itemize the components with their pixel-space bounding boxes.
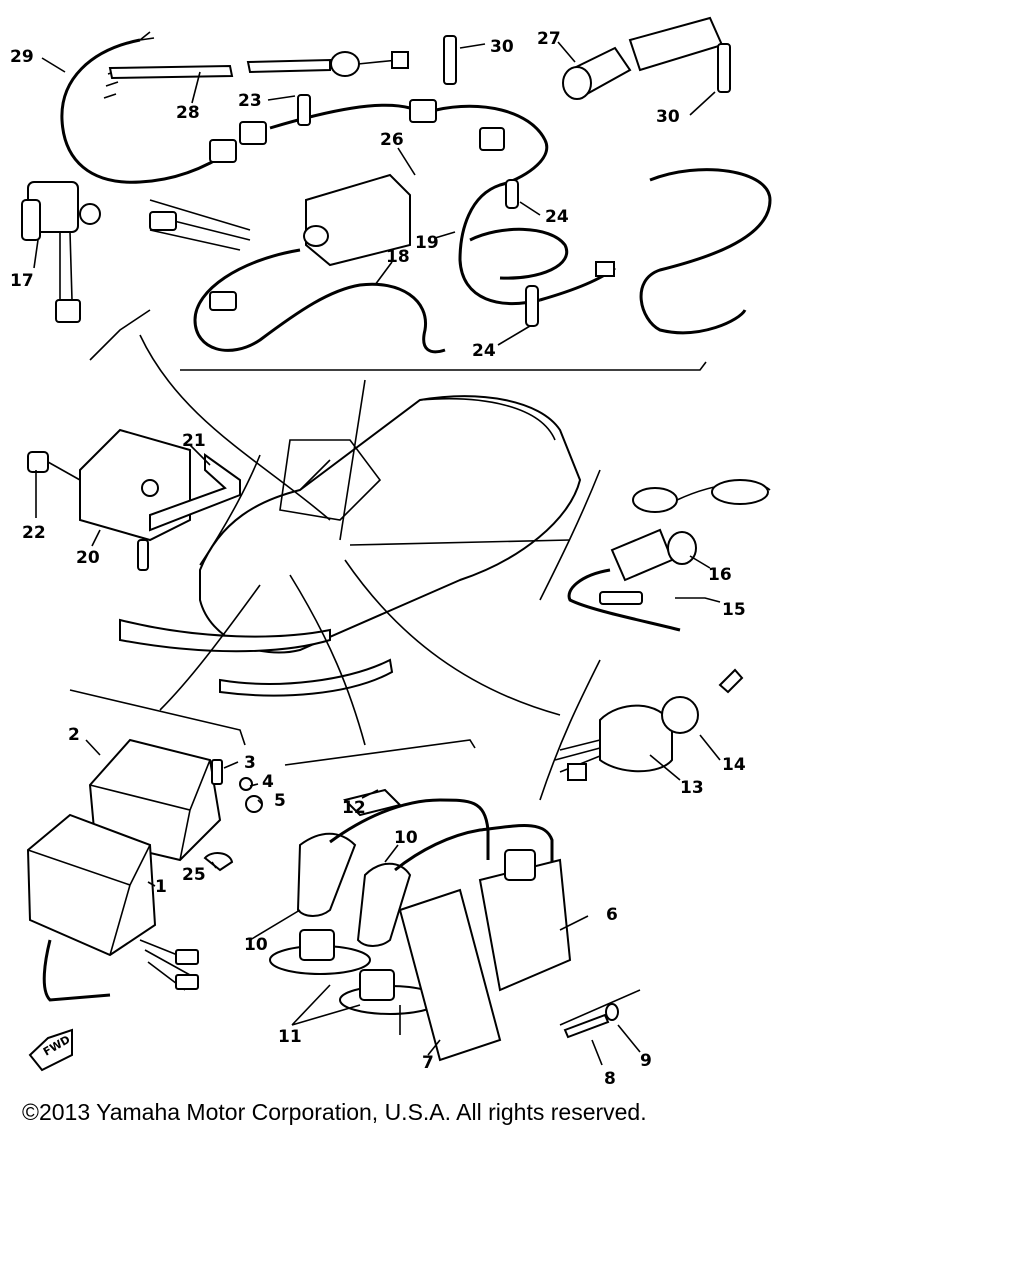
callout-21: 21 [182,431,206,451]
ignition-coil-group [269,739,641,1062]
callout-5: 5 [274,791,286,811]
callout-24-upper: 24 [545,207,569,227]
callout-19: 19 [415,233,439,253]
bracket-coil [284,739,476,766]
callout-24-lower: 24 [472,341,496,361]
callout-6: 6 [606,905,618,925]
callout-25: 25 [182,865,206,885]
callout-30-right: 30 [656,107,680,127]
top-harness-group [21,16,772,354]
callout-14: 14 [722,755,746,775]
leader-d [344,559,561,716]
callout-2: 2 [68,725,80,745]
callout-7: 7 [422,1053,434,1073]
bracket-lower-left [69,689,246,746]
callout-9: 9 [640,1051,652,1071]
callout-11: 11 [278,1027,302,1047]
leader-a [139,334,331,521]
callout-1: 1 [155,877,167,897]
snowmobile-body [119,395,582,697]
bracket-right-1 [539,469,601,601]
callout-13: 13 [680,778,704,798]
bracket-right-2 [539,659,601,801]
callout-22: 22 [22,523,46,543]
callout-27: 27 [537,29,561,49]
callout-20: 20 [76,548,100,568]
cdi-unit-group [26,689,263,1002]
callout-12: 12 [342,798,366,818]
leader-b [339,379,366,541]
leader-f [289,574,366,746]
callout-10-lower: 10 [244,935,268,955]
callout-leaders [33,41,721,1066]
copyright-notice: ©2013 Yamaha Motor Corporation, U.S.A. A… [22,1099,647,1125]
callout-26: 26 [380,130,404,150]
fwd-arrow-icon: FWD [28,1028,73,1072]
switch-group-15-16 [567,479,771,632]
callout-30-top: 30 [490,37,514,57]
callout-4: 4 [262,772,274,792]
bracket-left-mid [199,454,261,566]
callout-28: 28 [176,103,200,123]
leader-e [159,584,261,711]
callout-10-upper: 10 [394,828,418,848]
callout-16: 16 [708,565,732,585]
main-switch-group [554,668,744,781]
callout-labels: 29 28 23 26 30 27 30 24 19 18 24 17 21 2… [10,29,746,1089]
callout-8: 8 [604,1069,616,1089]
callout-29: 29 [10,47,34,67]
callout-23: 23 [238,91,262,111]
regulator-group [27,428,241,571]
callout-3: 3 [244,753,256,773]
callout-18: 18 [386,247,410,267]
callout-15: 15 [722,600,746,620]
leader-c [349,539,571,546]
callout-17: 17 [10,271,34,291]
bracket-top [89,309,707,371]
